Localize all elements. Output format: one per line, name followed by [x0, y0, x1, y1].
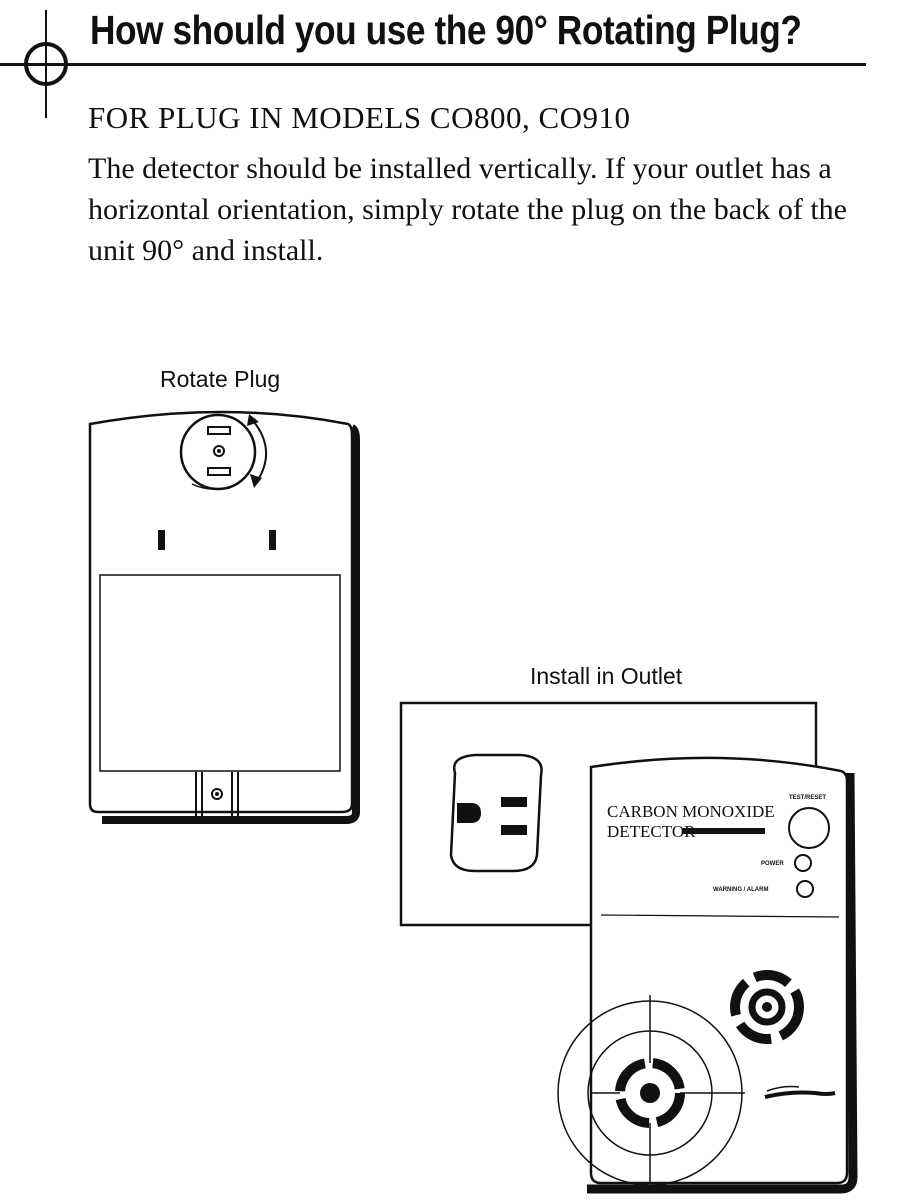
manufacturer-logo: [764, 1085, 836, 1099]
install-outlet-caption: Install in Outlet: [530, 663, 683, 689]
rotate-plug-illustration: [88, 410, 360, 824]
power-label: POWER: [761, 861, 784, 867]
instruction-paragraph: The detector should be installed vertica…: [88, 152, 847, 267]
title-rule: [0, 63, 866, 66]
sensor-pattern-icon: [557, 995, 745, 1186]
power-led-icon: [794, 854, 812, 872]
section-heading: FOR PLUG IN MODELS CO800, CO910: [88, 100, 631, 135]
detector-unit: CARBON MONOXIDE DETECTOR TEST/RESET POWE…: [557, 756, 849, 1186]
registration-crosshair-icon: [0, 10, 90, 118]
rotating-plug-icon: [179, 413, 268, 491]
detector-brand-line2: DETECTOR: [607, 822, 696, 841]
test-reset-label: TEST/RESET: [789, 795, 826, 801]
detector-brand-line1: CARBON MONOXIDE: [607, 802, 775, 821]
test-reset-button: [788, 807, 830, 849]
speaker-grille-icon: [730, 970, 804, 1044]
alarm-label: WARNING / ALARM: [713, 887, 768, 893]
install-outlet-illustration: CARBON MONOXIDE DETECTOR TEST/RESET POWE…: [399, 701, 858, 1194]
bottom-latch-icon: [195, 772, 239, 818]
page-title: How should you use the 90° Rotating Plug…: [90, 7, 802, 53]
rotate-plug-caption: Rotate Plug: [160, 366, 281, 392]
alarm-led-icon: [796, 880, 814, 898]
wall-outlet-icon: [449, 753, 543, 873]
